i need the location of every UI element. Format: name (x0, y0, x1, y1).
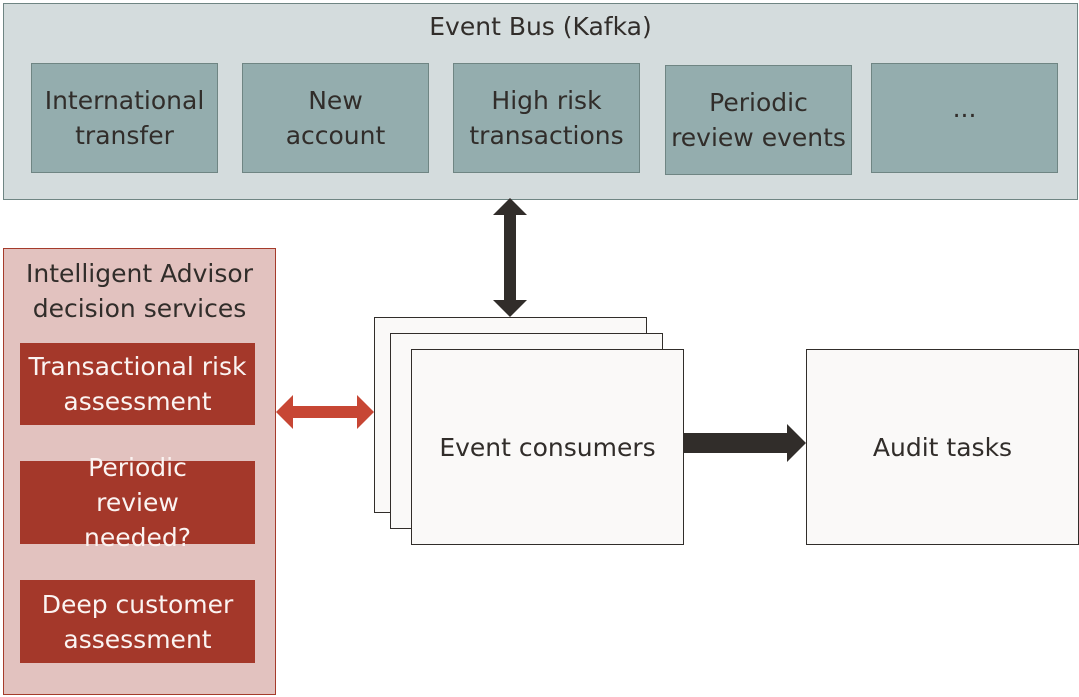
advisor-consumers-double-arrow-icon (276, 395, 374, 429)
event-label: International transfer (44, 86, 205, 150)
event-label: Periodic review events (671, 88, 846, 152)
event-bus-title: Event Bus (Kafka) (429, 12, 652, 41)
audit-tasks-box: Audit tasks (806, 349, 1079, 545)
event-high-risk-transactions: High risk transactions (453, 63, 640, 173)
service-label: Periodic review needed? (84, 453, 191, 552)
event-international-transfer: International transfer (31, 63, 218, 173)
audit-tasks-label: Audit tasks (872, 432, 1013, 462)
event-consumers-box: Event consumers (411, 349, 684, 545)
service-periodic-review: Periodic review needed? (20, 453, 255, 552)
service-transactional-risk: Transactional risk assessment (20, 343, 255, 425)
service-label: Deep customer assessment (41, 589, 234, 654)
decision-services-title-text: Intelligent Advisor decision services (26, 259, 253, 323)
event-periodic-review-events: Periodic review events (665, 65, 852, 175)
event-label: High risk transactions (469, 86, 624, 150)
decision-services-title: Intelligent Advisor decision services (3, 256, 276, 326)
event-consumers-label: Event consumers (439, 432, 656, 462)
event-label: ... (952, 93, 977, 123)
service-deep-customer-assessment: Deep customer assessment (20, 580, 255, 663)
event-label: New account (285, 86, 386, 150)
service-label: Transactional risk assessment (28, 352, 247, 416)
consumers-audit-arrow-icon (684, 424, 806, 462)
bus-consumers-double-arrow-icon (493, 198, 527, 317)
event-new-account: New account (242, 63, 429, 173)
event-more-placeholder: ... (871, 63, 1058, 173)
